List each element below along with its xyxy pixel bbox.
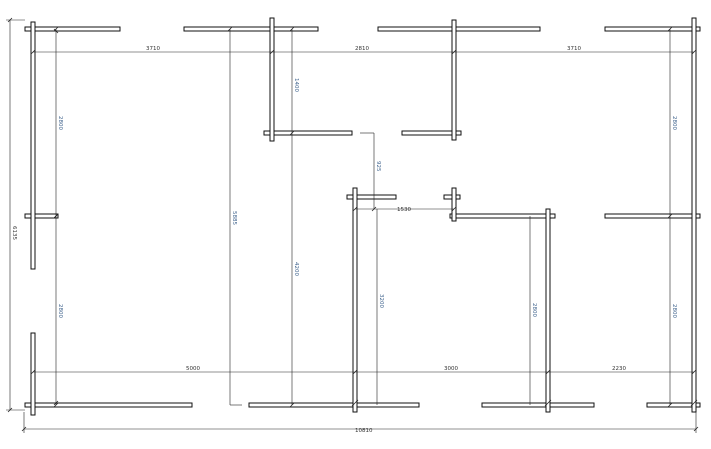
wall-center-room-top-left [346, 194, 397, 200]
wall-left-upper [30, 21, 36, 270]
dim-mid-partition: 4200 [293, 262, 299, 276]
wall-center-room-left [352, 187, 358, 413]
dim-top-left: 3710 [146, 46, 160, 52]
wall-right-outer [691, 17, 697, 413]
wall-left-lower [30, 332, 36, 416]
dim-top-right: 3710 [567, 46, 581, 52]
wall-top-left [24, 26, 121, 32]
wall-stub-left [263, 130, 353, 136]
dimension-labels: 3710 2810 3710 5000 3000 2230 10810 6135… [11, 46, 677, 434]
dim-bottom-right: 2230 [612, 366, 626, 372]
dim-right-upper: 2800 [671, 116, 677, 130]
dim-bottom-mid: 3000 [444, 366, 458, 372]
wall-bottom-mid-left [248, 402, 420, 408]
dim-top-mid: 2810 [355, 46, 369, 52]
dim-overall-width: 10810 [355, 428, 373, 434]
dim-room-right: 2800 [531, 303, 537, 317]
wall-bottom-mid-right [481, 402, 595, 408]
wall-upper-center [451, 19, 457, 141]
dim-overall-height: 6135 [11, 226, 17, 240]
dim-right-lower: 2800 [671, 304, 677, 318]
dim-left-lower: 2800 [57, 304, 63, 318]
dim-top-stub: 1400 [293, 78, 299, 92]
dim-left-upper: 2800 [57, 116, 63, 130]
dim-room-center: 3200 [378, 294, 384, 308]
dim-gap-small: 925 [375, 161, 381, 172]
wall-top-mid-left [183, 26, 319, 32]
dimension-lines [6, 17, 699, 433]
wall-top-mid-right [377, 26, 541, 32]
wall-center-room-stub [451, 187, 457, 222]
wall-bottom-left [24, 402, 193, 408]
wall-stub-upper [269, 17, 275, 142]
wall-bottom-right [646, 402, 701, 408]
vertical-walls [30, 17, 697, 416]
wall-left-mid [24, 213, 59, 219]
wall-right-room-top [449, 213, 556, 219]
wall-stub-right [401, 130, 462, 136]
wall-top-right [604, 26, 701, 32]
horizontal-walls [24, 26, 701, 408]
dim-corridor: 1530 [397, 207, 411, 213]
wall-right-room-left [545, 208, 551, 413]
dim-center-long: 5885 [231, 211, 237, 225]
wall-right-mid [604, 213, 701, 219]
dim-bottom-left: 5000 [186, 366, 200, 372]
